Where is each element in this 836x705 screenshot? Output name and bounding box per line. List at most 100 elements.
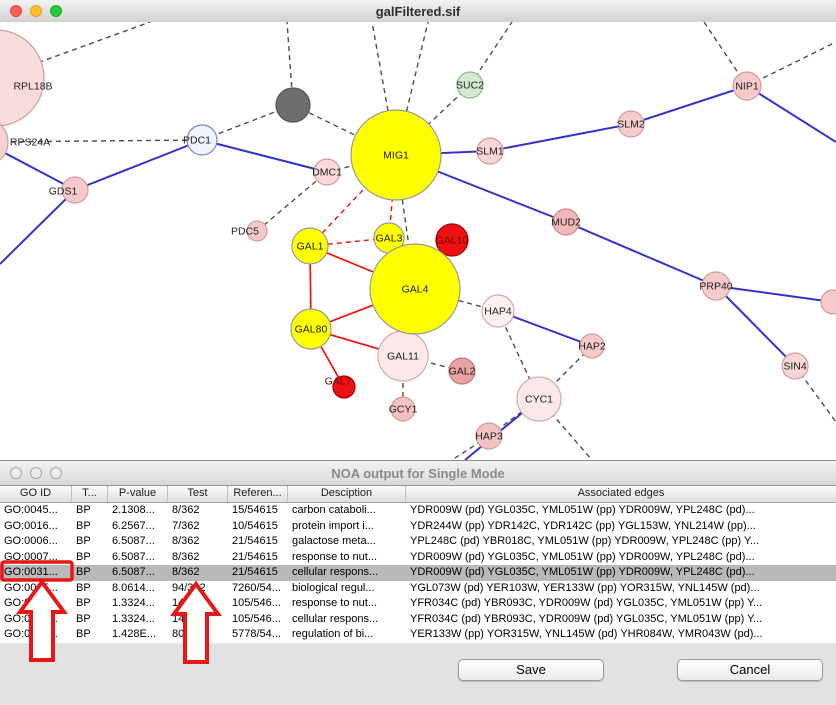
network-edge-HAP3-v_bot2[interactable] [451,435,490,460]
network-node-rpl18b[interactable] [0,29,45,127]
network-edge-GAL1-MIG1[interactable] [309,154,397,247]
network-node-mud2[interactable] [552,208,580,236]
network-edge-GDS1-v_left1[interactable] [0,189,76,265]
network-node-gal1[interactable] [291,227,329,265]
node-label-gal4: GAL4 [402,284,429,296]
network-node-gray1[interactable] [275,87,311,123]
network-node-suc2[interactable] [456,71,484,99]
table-cell: BP [76,612,91,625]
network-node-gal7[interactable] [332,375,356,399]
node-label-nip1: NIP1 [735,81,759,93]
table-cell: 1.428E... [112,628,157,640]
network-edge-PRP40-n_right[interactable] [715,285,834,303]
network-edge-SLM1-SLM2[interactable] [489,123,632,152]
network-node-hap4[interactable] [481,294,515,328]
table-cell: BP [76,504,91,516]
network-window-titlebar[interactable]: galFiltered.sif [0,0,836,23]
network-edge-gray1-MIG1[interactable] [292,104,397,156]
node-label-slm2: SLM2 [617,119,645,131]
network-node-sin4[interactable] [781,352,809,380]
column-header-associated-edges[interactable]: Associated edges [577,487,665,499]
column-header-referen-[interactable]: Referen... [228,486,288,502]
node-label-dmc1: DMC1 [312,167,342,179]
table-cell: 5778/54... [232,628,281,640]
zoom-button[interactable] [50,5,62,17]
network-node-rps24a[interactable] [0,118,9,166]
column-header-p-value[interactable]: P-value [108,486,168,502]
network-canvas-svg[interactable]: RPL18BRPS24AGDS1PDC1DMC1SUC2SLM1SLM2NIP1… [0,22,836,460]
table-cell: YGL073W (pd) YER103W, YER133W (pp) YOR31… [410,581,760,594]
table-cell: 7260/54... [232,581,281,594]
table-cell: response to nut... [292,550,377,563]
network-edge-PRP40-SIN4[interactable] [715,285,796,367]
network-edge-SLM2-NIP1[interactable] [630,85,748,125]
network-edge-HAP4-HAP2[interactable] [497,310,593,347]
node-label-hap4: HAP4 [484,306,512,318]
close-button[interactable] [10,467,22,479]
column-header-go-id[interactable]: GO ID [0,486,72,502]
network-node-hap3[interactable] [475,422,503,450]
save-button[interactable]: Save [458,659,604,681]
column-header-t-[interactable]: T... [72,486,108,502]
network-edge-NIP1-v_right1[interactable] [746,41,836,87]
network-edge-NIP1-v_right2[interactable] [746,85,836,143]
network-node-gal80[interactable] [290,308,332,350]
network-edge-GDS1-PDC1[interactable] [74,139,203,191]
network-node-gal4[interactable] [369,243,461,335]
network-edge-RPS24A-PDC1[interactable] [0,139,203,143]
network-edge-PDC5-DMC1[interactable] [256,171,328,232]
table-cell: 8/362 [172,535,200,547]
table-cell: 8/362 [172,504,200,516]
zoom-button[interactable] [50,467,62,479]
network-node-gds1[interactable] [61,176,89,204]
network-node-slm1[interactable] [476,137,504,165]
network-node-pdc5[interactable] [246,220,268,242]
table-cell: 14/362 [172,612,206,625]
table-cell: 14/362 [172,597,206,609]
node-label-gal1: GAL1 [297,241,324,253]
table-cell: 2.1308... [112,504,155,516]
table-cell: 1.3324... [112,597,155,609]
cancel-button[interactable]: Cancel [677,659,823,681]
network-edge-PDC1-DMC1[interactable] [201,139,328,173]
network-node-mig1[interactable] [350,109,442,201]
network-node-dmc1[interactable] [313,158,341,186]
table-cell: GO:0016... [4,519,58,532]
network-edge-HAP4-CYC1[interactable] [497,310,540,400]
window-controls [10,0,62,22]
column-header-test[interactable]: Test [168,486,228,502]
network-node-hap2[interactable] [579,333,605,359]
network-node-cyc1[interactable] [516,376,562,422]
close-button[interactable] [10,5,22,17]
network-node-prp40[interactable] [701,271,731,301]
network-node-n_right[interactable] [820,289,836,315]
node-label-mig1: MIG1 [383,150,409,162]
network-node-nip1[interactable] [732,71,762,101]
network-edge-RPS24A-GDS1[interactable] [0,142,76,191]
network-edge-MUD2-PRP40[interactable] [565,221,717,287]
minimize-button[interactable] [30,5,42,17]
table-cell: 7/362 [172,519,200,532]
network-node-gcy1[interactable] [390,396,416,422]
network-node-slm2[interactable] [617,110,645,138]
table-cell: YFR034C (pd) YBR093C, YDR009W (pd) YGL03… [410,597,763,609]
network-node-gal10[interactable] [435,223,469,257]
noa-window-titlebar[interactable]: NOA output for Single Mode [0,461,836,486]
network-node-gal2[interactable] [448,357,476,385]
network-node-pdc1[interactable] [186,124,218,156]
minimize-button[interactable] [30,467,42,479]
column-header-desciption[interactable]: Desciption [288,486,406,502]
table-cell: GO:0050... [4,628,58,640]
table-cell: YDR244W (pp) YDR142C, YDR142C (pp) YGL15… [410,519,756,532]
node-label-slm1: SLM1 [476,146,504,158]
